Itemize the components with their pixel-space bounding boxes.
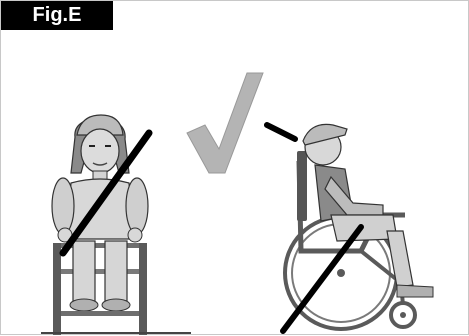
seated-child-belted-icon — [41, 115, 191, 335]
wheelchair-child-side-view-icon — [267, 124, 433, 331]
checkmark-icon — [187, 73, 263, 173]
belt-upper-right — [267, 125, 295, 139]
